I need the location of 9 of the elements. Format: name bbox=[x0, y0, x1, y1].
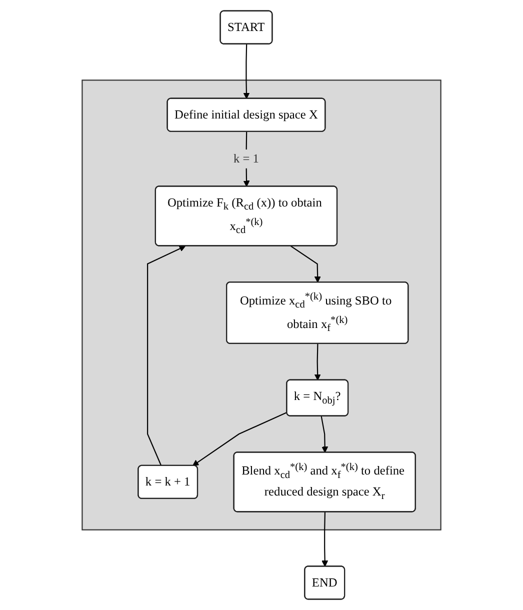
arrow bbox=[243, 44, 250, 99]
edge-label: k = 1 bbox=[233, 152, 259, 166]
arrow bbox=[322, 512, 328, 567]
arrow bbox=[314, 344, 321, 380]
arrow bbox=[320, 416, 328, 453]
arrow bbox=[147, 246, 186, 466]
arrow bbox=[290, 246, 321, 283]
cluster bbox=[82, 80, 442, 530]
arrow bbox=[192, 412, 288, 466]
